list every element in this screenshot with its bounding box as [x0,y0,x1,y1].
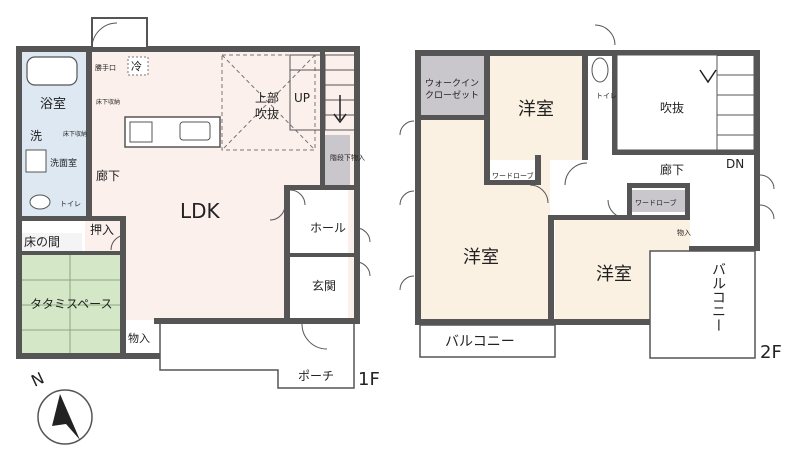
label-wardrobe-2: ワードローブ [635,198,677,207]
porch-outline [159,324,355,389]
label-balcony-2: バルコニー [710,262,726,332]
tokonoma-floor [20,233,82,251]
stair-down-arrow-icon [699,69,717,84]
floor-1-walls [16,46,360,359]
label-toilet: トイレ [60,200,81,208]
label-dn: DN [726,157,744,171]
label-hall: ホール [310,221,346,235]
entry-door-frame [91,17,148,49]
floor-2: ウォークイン クローゼット 洋室 洋室 洋室 ワードローブ ワードローブ 吹抜 … [399,24,782,363]
wardrobe-2-floor [630,190,685,212]
label-entrance: 玄関 [312,278,336,293]
label-up: UP [294,91,310,105]
label-washroom: 洗面室 [50,157,77,169]
compass: N [28,368,93,445]
staircase-2f [716,54,755,151]
walkin-floor [420,55,488,115]
doors-2f [399,24,775,291]
sink-icon [179,121,211,141]
stove-icon [129,121,153,143]
label-underfloor-1: 床下収納 [96,98,120,106]
label-fukinuke-1f: 吹抜 [255,107,279,121]
label-storage-2f: 物入 [677,228,691,237]
label-wardrobe-1: ワードローブ [492,171,534,180]
label-floor-2: 2F [760,342,782,363]
label-floor-1: 1F [358,369,380,390]
label-north: N [28,368,47,390]
label-wash: 洗 [30,129,42,143]
fridge-box [127,56,149,76]
north-arrow-icon [52,394,80,440]
toilet-icon [29,194,51,210]
label-toilet-2f: トイレ [596,92,617,100]
floor-2-walls [415,50,760,325]
label-bath: 浴室 [40,96,66,112]
label-tatami: タタミスペース [30,297,113,311]
label-ldk: LDK [180,199,221,223]
label-underfloor-2: 床下収納 [63,130,87,138]
label-western-2: 洋室 [518,99,554,120]
stair-arrow-icon [333,95,347,124]
tatami-grid [20,255,120,355]
label-upper: 上部 [255,90,279,105]
floor-1: 浴室 洗 洗面室 トイレ 廊下 LDK 上部 吹抜 UP ホール 玄関 床の間 … [16,17,380,390]
balcony-2 [649,250,756,359]
label-hallway-1f: 廊下 [96,168,120,183]
label-handwash: 勝手口 [95,63,116,72]
doors-1f [91,22,371,350]
label-balcony-1: バルコニー [445,334,515,350]
label-porch: ポーチ [298,369,334,383]
label-fridge: 冷 [131,60,142,73]
label-hallway-2f: 廊下 [660,162,684,177]
label-tokonoma: 床の間 [24,235,60,249]
label-oshiire: 押入 [90,223,114,237]
label-western-3: 洋室 [596,264,632,285]
bathtub-icon [26,56,78,86]
western-2-floor [490,55,582,160]
balcony-1 [419,324,556,358]
label-storage-1f: 物入 [128,331,150,345]
toilet-2f-icon [591,57,609,83]
label-fukinuke-2f: 吹抜 [660,101,684,115]
stair-storage-floor [325,135,350,185]
label-western-1: 洋室 [463,247,499,268]
label-stair-storage: 階段下物入 [330,153,365,162]
label-walkin: ウォークイン クローゼット [425,78,482,101]
washbasin-icon [25,149,47,173]
